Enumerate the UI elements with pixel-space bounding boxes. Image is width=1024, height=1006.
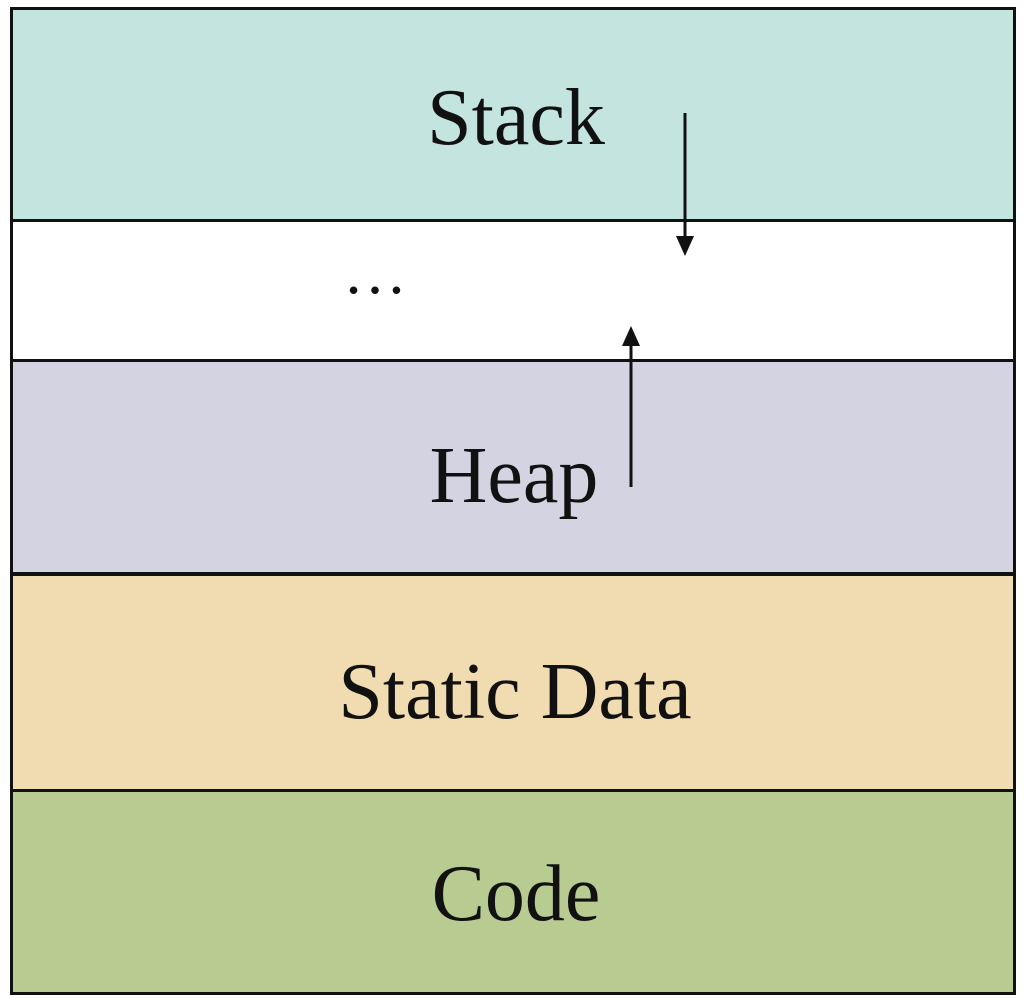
heap-label: Heap	[429, 432, 599, 520]
code-segment: Code	[13, 792, 1013, 992]
stack-label: Stack	[427, 74, 605, 162]
static-data-label: Static Data	[338, 648, 692, 736]
ellipsis-label: …	[343, 236, 413, 307]
memory-layout-diagram: Stack … Heap Static Data Code	[10, 7, 1016, 995]
free-space-segment: …	[13, 222, 1013, 362]
stack-segment: Stack	[13, 10, 1013, 222]
static-data-segment: Static Data	[13, 576, 1013, 792]
code-label: Code	[431, 850, 601, 938]
heap-segment: Heap	[13, 362, 1013, 576]
